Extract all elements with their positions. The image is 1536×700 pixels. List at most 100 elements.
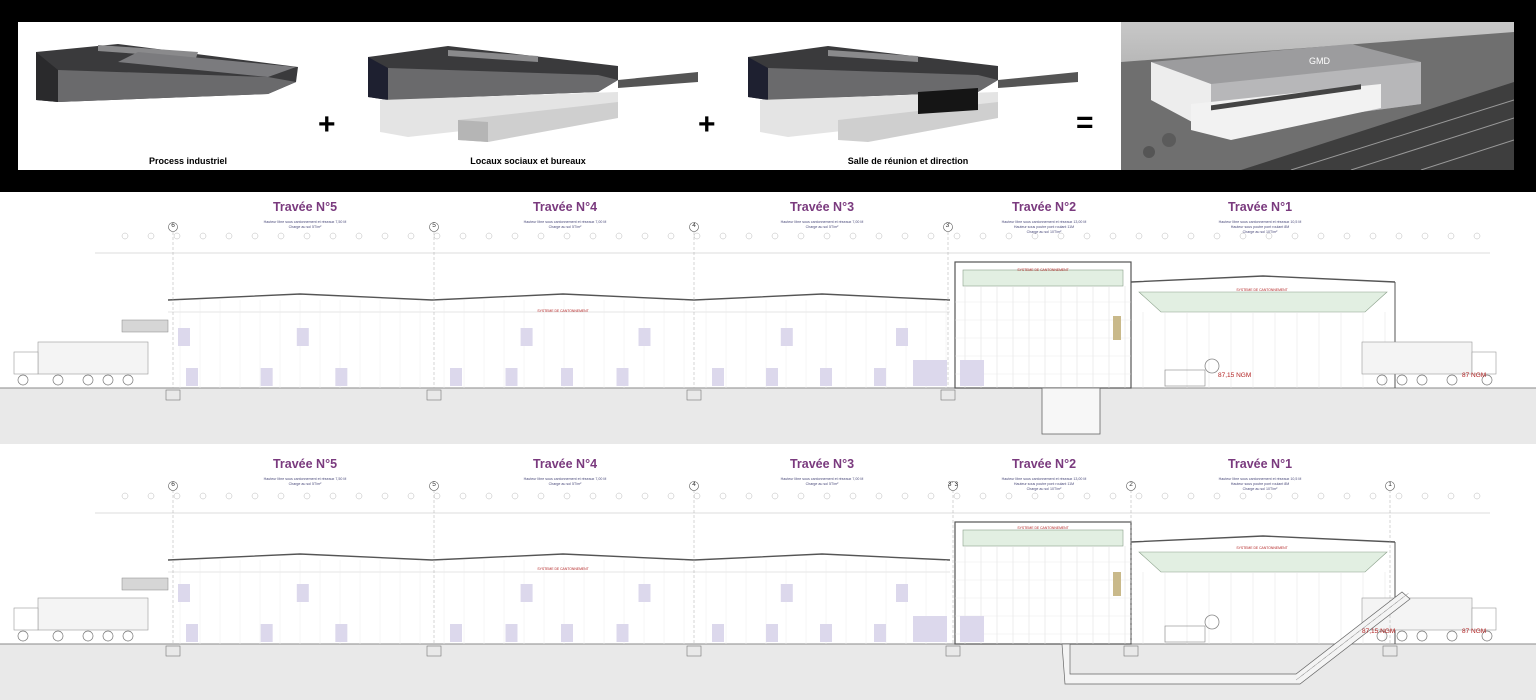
- door-panel: [960, 616, 984, 642]
- grid-label: 6: [171, 481, 175, 488]
- axis-marker: [537, 232, 545, 240]
- axis-marker: [953, 492, 961, 500]
- axis-marker: [979, 232, 987, 240]
- axis-marker: [849, 492, 857, 500]
- axis-marker: [589, 232, 597, 240]
- travee-note: Hauteur libre sous cantonnement et résea…: [523, 220, 607, 229]
- axis-marker: [693, 492, 701, 500]
- travee-title: Travée N°1: [1227, 457, 1293, 471]
- door-panel: [450, 368, 462, 386]
- axis-marker: [1239, 492, 1247, 500]
- conveyor-rung: [1400, 593, 1409, 600]
- grid-label: 3': [945, 222, 951, 229]
- axis-marker: [147, 492, 155, 500]
- door-panel: [638, 328, 651, 346]
- axis-marker: [407, 492, 415, 500]
- axis-marker: [1317, 232, 1325, 240]
- axis-marker: [147, 232, 155, 240]
- crane-bridge-1: [1138, 551, 1388, 573]
- roof-low-bay: [167, 553, 433, 561]
- door-panel: [896, 328, 908, 346]
- door-panel: [520, 328, 533, 346]
- axis-marker: [693, 232, 701, 240]
- travee-note: Hauteur libre sous cantonnement et résea…: [780, 477, 864, 486]
- axis-marker: [901, 232, 909, 240]
- grid-bubble: [689, 222, 699, 232]
- travee-note: Hauteur libre sous cantonnement et résea…: [1218, 220, 1302, 234]
- axis-marker: [771, 232, 779, 240]
- axis-marker: [563, 492, 571, 500]
- door-panel: [296, 328, 309, 346]
- door-panel: [178, 584, 190, 602]
- caption-salle: Salle de réunion et direction: [847, 156, 969, 166]
- axis-marker: [407, 232, 415, 240]
- door-panel: [913, 616, 947, 642]
- travee-note: Hauteur libre sous cantonnement et résea…: [263, 477, 347, 486]
- axis-marker: [1005, 492, 1013, 500]
- grid-label: 1: [1388, 481, 1392, 488]
- axis-marker: [1291, 232, 1299, 240]
- axis-marker: [355, 232, 363, 240]
- massing-locaux: [368, 46, 698, 142]
- grid-label: 5: [432, 481, 436, 488]
- truck: [13, 597, 149, 642]
- travee-title: Travée N°3: [789, 200, 855, 214]
- travee-title: Travée N°5: [272, 457, 338, 471]
- door-panel: [520, 584, 533, 602]
- travee-note: Hauteur libre sous cantonnement et résea…: [1001, 477, 1087, 491]
- axis-marker: [485, 232, 493, 240]
- render-logo: GMD: [1309, 56, 1330, 66]
- axis-marker: [823, 232, 831, 240]
- axis-marker: [511, 492, 519, 500]
- cantonnement-label: SYSTEME DE CANTONNEMENT: [537, 309, 589, 313]
- axis-marker: [719, 492, 727, 500]
- axis-marker: [1135, 232, 1143, 240]
- door-panel: [896, 584, 908, 602]
- travee-title: Travée N°2: [1011, 200, 1077, 214]
- truck: [1361, 341, 1497, 386]
- mezzanine: [121, 577, 169, 591]
- axis-marker: [121, 232, 129, 240]
- grid-label: 4: [692, 222, 696, 229]
- door-panel: [638, 584, 651, 602]
- door-panel: [712, 624, 724, 642]
- door-panel: [335, 624, 348, 642]
- cantonnement-label: SYSTEME DE CANTONNEMENT: [1017, 268, 1069, 272]
- travee-title: Travée N°4: [532, 457, 598, 471]
- axis-marker: [277, 492, 285, 500]
- axis-marker: [641, 492, 649, 500]
- footing: [686, 389, 702, 401]
- grid-label: 4: [692, 481, 696, 488]
- axis-marker: [927, 232, 935, 240]
- door-panel: [820, 624, 832, 642]
- axis-marker: [797, 232, 805, 240]
- axis-marker: [563, 232, 571, 240]
- footing: [1382, 645, 1398, 657]
- axis-marker: [667, 232, 675, 240]
- axis-marker: [1161, 232, 1169, 240]
- grid-label: 5: [432, 222, 436, 229]
- axis-marker: [225, 492, 233, 500]
- grid-bubble: [1126, 481, 1136, 491]
- axis-marker: [615, 492, 623, 500]
- machine-outline: [1164, 625, 1206, 643]
- door-panel: [616, 624, 629, 642]
- axis-marker: [303, 492, 311, 500]
- travee-title: Travée N°1: [1227, 200, 1293, 214]
- door-panel: [561, 368, 573, 386]
- footing: [940, 389, 956, 401]
- door-panel: [296, 584, 309, 602]
- door-panel: [178, 328, 190, 346]
- massing-salle: [748, 46, 1078, 142]
- grid-bubble: [943, 222, 953, 232]
- axis-marker: [1447, 492, 1455, 500]
- axis-marker: [1447, 232, 1455, 240]
- grid-bubble: [429, 222, 439, 232]
- door-panel: [260, 624, 273, 642]
- axis-marker: [1421, 232, 1429, 240]
- travee-note: Hauteur libre sous cantonnement et résea…: [523, 477, 607, 486]
- cantonnement-label: SYSTEME DE CANTONNEMENT: [1236, 288, 1288, 292]
- axis-marker: [1083, 492, 1091, 500]
- door-panel: [616, 368, 629, 386]
- axis-marker: [849, 232, 857, 240]
